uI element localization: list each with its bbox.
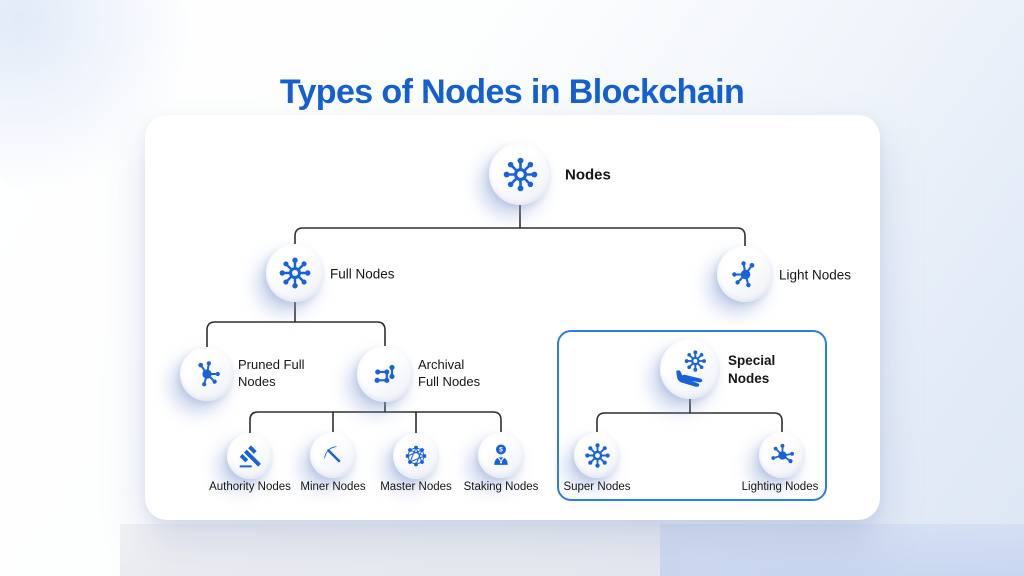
label-line: Special [728, 353, 776, 369]
label-line: Archival [418, 357, 465, 373]
node-circle-nodes [489, 143, 551, 205]
label-full-nodes: Full Nodes [330, 266, 395, 282]
diagram-card: Nodes Full Nodes Light Nodes Pruned Full… [145, 115, 880, 520]
node-circle-master-nodes [393, 433, 439, 479]
label-pruned-full-nodes: Pruned Full Nodes [238, 357, 304, 391]
label-master-nodes: Master Nodes [380, 481, 452, 493]
label-line: Nodes [238, 374, 276, 389]
label-line: Nodes [728, 371, 770, 386]
hub-network-icon [502, 156, 539, 193]
node-circle-super-nodes [574, 432, 620, 478]
route-dots-icon [370, 359, 401, 390]
mesh-globe-icon [402, 442, 430, 470]
label-authority-nodes: Authority Nodes [209, 481, 291, 493]
background-decoration-bottom [120, 524, 680, 576]
node-circle-staking-nodes [478, 432, 524, 478]
staking-person-icon [487, 441, 515, 469]
label-line: Pruned Full [238, 357, 305, 373]
label-nodes: Nodes [565, 166, 611, 184]
node-circle-light-nodes [717, 246, 773, 302]
spoke-node-icon [730, 259, 761, 290]
label-super-nodes: Super Nodes [563, 481, 631, 493]
label-miner-nodes: Miner Nodes [300, 481, 366, 493]
background-decoration-bottom-right [660, 524, 1024, 576]
spoke-node-icon [192, 359, 222, 389]
label-lighting-nodes: Lighting Nodes [741, 481, 819, 493]
page-title: Types of Nodes in Blockchain [279, 72, 745, 111]
hand-network-icon [670, 349, 710, 389]
pickaxe-icon [320, 442, 347, 469]
label-archival-full-nodes: Archival Full Nodes [418, 357, 480, 391]
node-circle-special-nodes [660, 339, 720, 399]
node-circle-authority-nodes [227, 433, 273, 479]
node-circle-archival-full-nodes [357, 346, 413, 402]
special-nodes-group-box [557, 330, 827, 501]
node-circle-lighting-nodes [759, 432, 805, 478]
label-light-nodes: Light Nodes [779, 267, 852, 283]
label-staking-nodes: Staking Nodes [463, 481, 539, 493]
node-circle-pruned-full-nodes [180, 347, 234, 401]
spoke-node-icon [769, 442, 796, 469]
label-special-nodes: Special Nodes [728, 352, 775, 388]
hub-network-icon [278, 256, 312, 290]
node-circle-miner-nodes [310, 432, 356, 478]
tree-connector-lines [206, 204, 783, 434]
gavel-icon [237, 443, 264, 470]
node-circle-full-nodes [266, 244, 324, 302]
label-line: Full Nodes [418, 374, 481, 389]
hub-network-icon [584, 442, 611, 469]
